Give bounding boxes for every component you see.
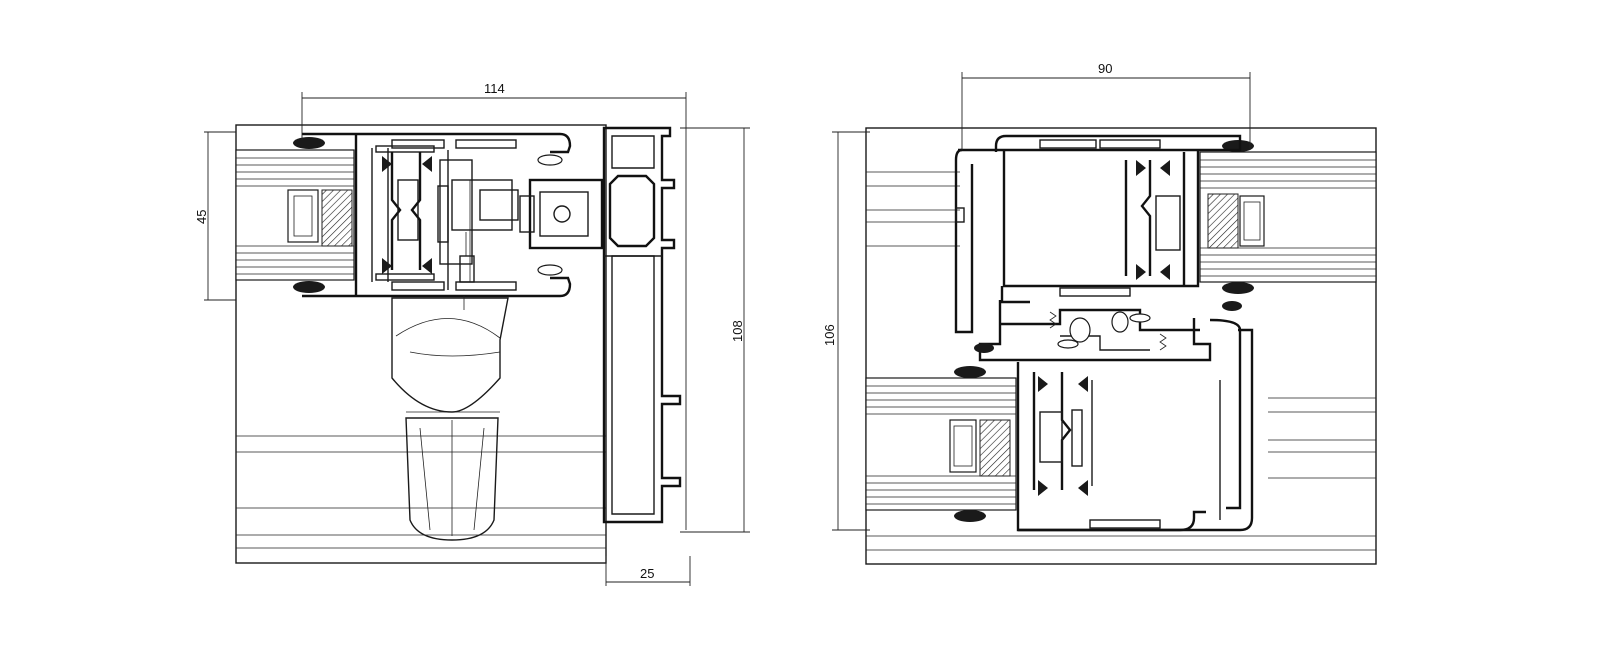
left-sash-profile [302, 132, 572, 298]
left-background-outline [235, 124, 607, 564]
handle-icon [391, 296, 509, 541]
right-upper-glazing-unit [1199, 140, 1377, 294]
right-lower-sash [1016, 328, 1254, 532]
right-background-outline [865, 127, 1377, 565]
dim-sash-height: 45 [194, 210, 209, 224]
dim-total-height-right: 106 [822, 324, 837, 346]
dim-width-right: 90 [1098, 61, 1112, 76]
right-lower-glazing-unit [865, 366, 1017, 522]
dim-frame-depth: 25 [640, 566, 654, 581]
left-hardware-assembly [439, 154, 604, 283]
left-glazing-unit [235, 137, 355, 293]
right-interlock-mullion [974, 300, 1242, 510]
right-upper-sash [954, 134, 1242, 334]
dim-width-left: 114 [484, 81, 505, 96]
left-outer-frame [602, 126, 682, 524]
right-dimensions: 90 106 [822, 61, 1251, 531]
right-section: 90 106 [822, 61, 1377, 565]
dim-total-height-left: 108 [730, 320, 745, 342]
left-dimensions: 114 45 108 25 [194, 81, 750, 586]
left-section: 114 45 108 25 [194, 81, 750, 586]
